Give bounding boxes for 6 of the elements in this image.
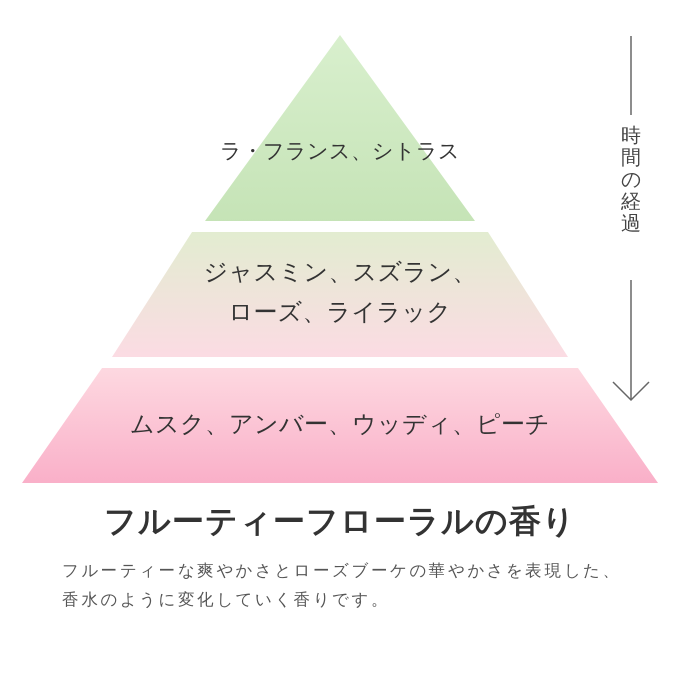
- note-label: ムスク、アンバー、ウッディ、ピーチ: [129, 409, 551, 440]
- note-label: ラ・フランス、シトラス: [219, 138, 461, 165]
- title: フルーティーフローラルの香り: [103, 501, 577, 542]
- note-label: ジャスミン、スズラン、ローズ、ライラック: [202, 257, 478, 328]
- description-text: フルーティーな爽やかさとローズブーケの華やかさを表現した、香水のように変化していく香りです。: [62, 560, 622, 611]
- time-label: 時間の経過: [621, 124, 641, 234]
